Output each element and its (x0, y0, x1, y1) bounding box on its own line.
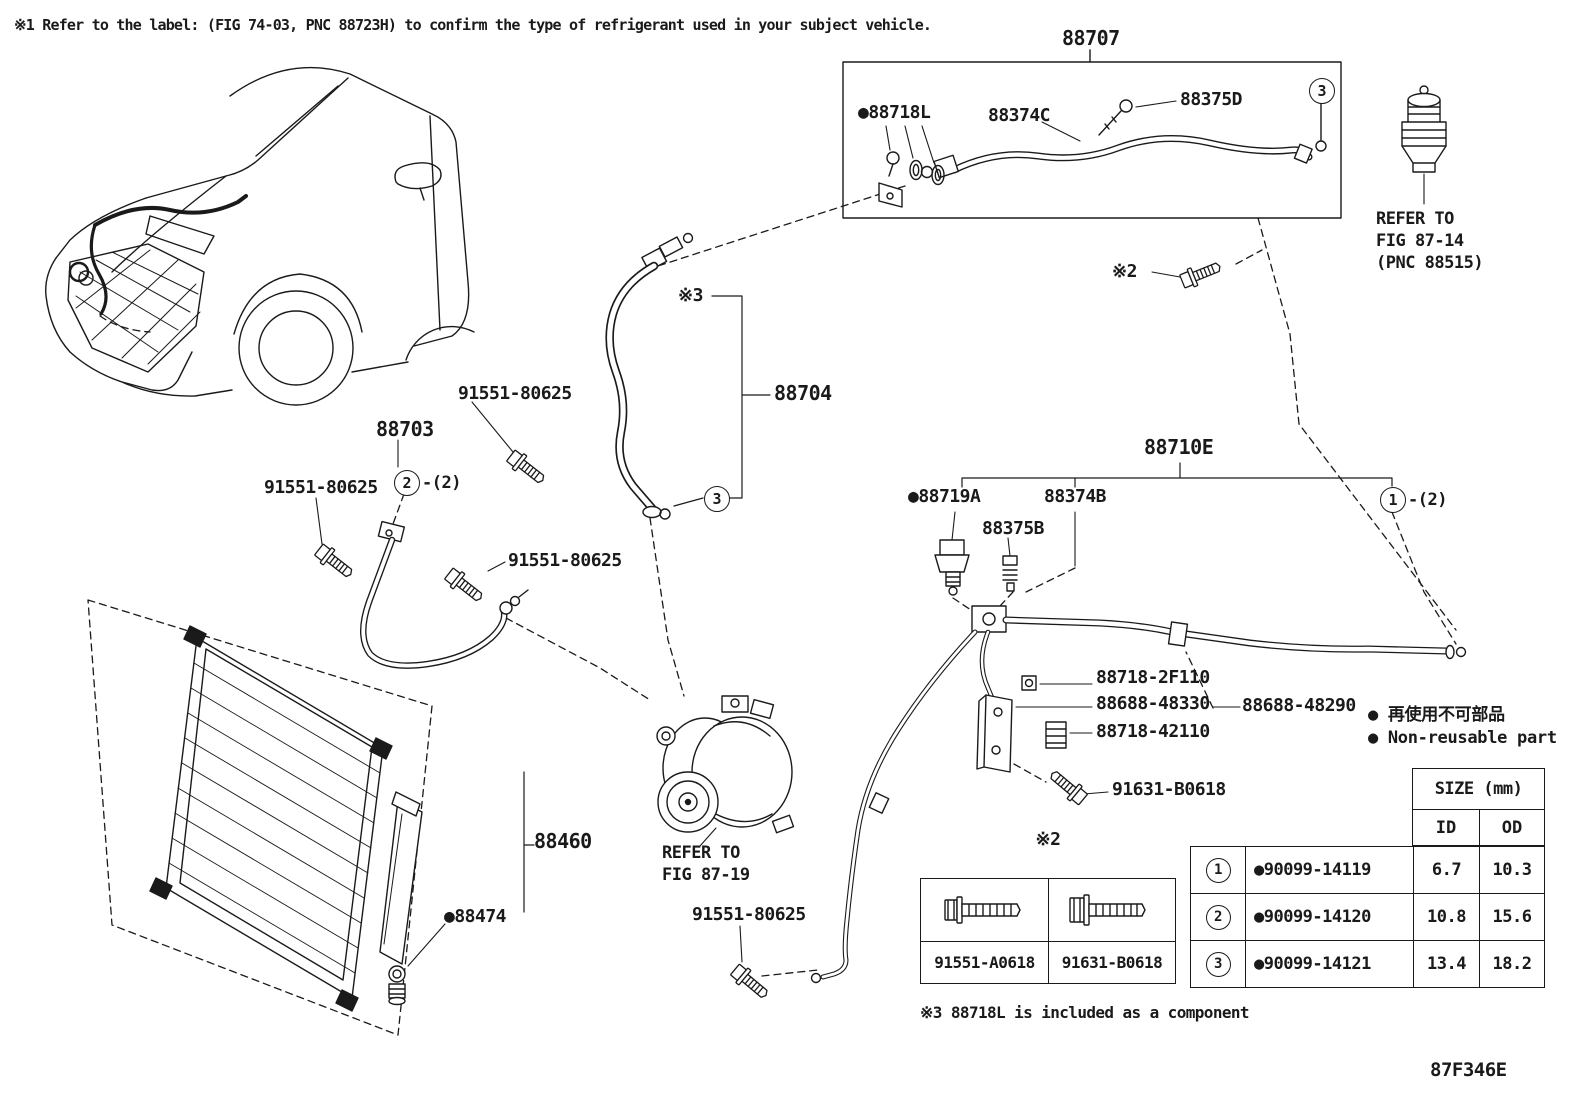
size-row-3-callout: 3 (1205, 951, 1231, 977)
size-row-1-callout: 1 (1205, 857, 1231, 883)
label-88375B: 88375B (982, 518, 1045, 539)
label-88375D: 88375D (1180, 89, 1243, 110)
label-91631-B0618: 91631-B0618 (1112, 779, 1226, 800)
size-table: 1 ●90099-14119 6.7 10.3 2 ●90099-14120 1… (1190, 846, 1545, 988)
label-88718L: ●88718L (858, 102, 931, 123)
label-88719A: ●88719A (908, 486, 981, 507)
label-91551-80625-2: 91551-80625 (264, 477, 378, 498)
label-88688-48290: 88688-48290 (1242, 695, 1356, 716)
label-88688-48330: 88688-48330 (1096, 693, 1210, 714)
pipe-assy-88710E-sketch (739, 462, 1467, 984)
callout-1: 1 (1380, 487, 1406, 513)
label-91551-80625-4: 91551-80625 (692, 904, 806, 925)
hose-88704-sketch (471, 232, 771, 520)
label-88703: 88703 (376, 417, 434, 441)
size-row-2-od: 15.6 (1479, 894, 1544, 940)
fastener-bolt-cell-2 (1048, 879, 1175, 941)
label-88474: ●88474 (444, 906, 507, 927)
ref-fig-87-19: REFER TO FIG 87-19 (662, 843, 750, 885)
size-row-1: 1 ●90099-14119 6.7 10.3 (1191, 847, 1544, 893)
size-row-2-callout: 2 (1205, 904, 1231, 930)
label-88718-2F110: 88718-2F110 (1096, 667, 1210, 688)
label-star3: ※3 (678, 285, 703, 306)
label-star2-table: ※2 (1035, 829, 1061, 850)
label-88374B: 88374B (1044, 486, 1107, 507)
connector-88515-sketch (1401, 85, 1447, 205)
label-88707: 88707 (1062, 26, 1120, 50)
size-table-title: SIZE (mm) (1434, 779, 1523, 799)
legend-jp: ● 再使用不可部品 (1368, 705, 1505, 725)
legend-en: ● Non-reusable part (1368, 728, 1557, 748)
label-88460: 88460 (534, 829, 592, 853)
fastener-bolt-cell-1 (921, 879, 1048, 941)
fastener-part-1: 91551-A0618 (921, 941, 1048, 983)
label-91551-80625-3: 91551-80625 (508, 550, 622, 571)
callout-2: 2 (394, 470, 420, 496)
size-row-1-od: 10.3 (1479, 847, 1544, 893)
size-row-1-id: 6.7 (1413, 847, 1479, 893)
label-88710E: 88710E (1144, 435, 1214, 459)
size-row-3-part: ●90099-14121 (1245, 941, 1413, 987)
label-88704: 88704 (774, 381, 832, 405)
bolt-star2-sketch (1151, 271, 1181, 278)
size-col-od: OD (1479, 810, 1544, 846)
leader-dashes (87, 185, 1457, 1036)
hose-88703-sketch (315, 439, 529, 669)
note-refrigerant: ※1 Refer to the label: (FIG 74-03, PNC 8… (14, 16, 932, 34)
callout-1-group: 1 -(2) (1380, 487, 1447, 513)
size-row-2-part: ●90099-14120 (1245, 894, 1413, 940)
hose-assy-88707-sketch (842, 49, 1342, 219)
label-star2-top: ※2 (1112, 261, 1137, 282)
callout-2-group: 2 -(2) (394, 470, 461, 496)
callout-2-qty: -(2) (422, 473, 461, 493)
label-88718-42110: 88718-42110 (1096, 721, 1210, 742)
label-88374C: 88374C (988, 105, 1051, 126)
callout-3-top: 3 (1309, 78, 1335, 104)
size-row-3: 3 ●90099-14121 13.4 18.2 (1191, 940, 1544, 987)
fastener-table: 91551-A0618 91631-B0618 (920, 878, 1176, 984)
callout-1-qty: -(2) (1408, 490, 1447, 510)
size-row-1-part: ●90099-14119 (1245, 847, 1413, 893)
size-col-id: ID (1435, 818, 1457, 838)
note-component: ※3 88718L is included as a component (920, 1003, 1250, 1022)
condenser-sketch (149, 625, 535, 1012)
size-row-3-id: 13.4 (1413, 941, 1479, 987)
compressor-sketch (656, 695, 795, 847)
fastener-part-2: 91631-B0618 (1048, 941, 1175, 983)
callout-3-hose: 3 (704, 486, 730, 512)
size-table-header: SIZE (mm) ID OD (1412, 768, 1545, 846)
flange-bolt-icon (1069, 894, 1146, 926)
label-91551-80625-1: 91551-80625 (458, 383, 572, 404)
ref-fig-87-14: REFER TO FIG 87-14 (PNC 88515) (1376, 209, 1484, 273)
vehicle-sketch (45, 66, 475, 406)
size-row-3-od: 18.2 (1479, 941, 1544, 987)
size-row-2: 2 ●90099-14120 10.8 15.6 (1191, 893, 1544, 940)
size-row-2-id: 10.8 (1413, 894, 1479, 940)
diagram-code: 87F346E (1430, 1059, 1507, 1081)
flange-bolt-icon (943, 896, 1021, 924)
